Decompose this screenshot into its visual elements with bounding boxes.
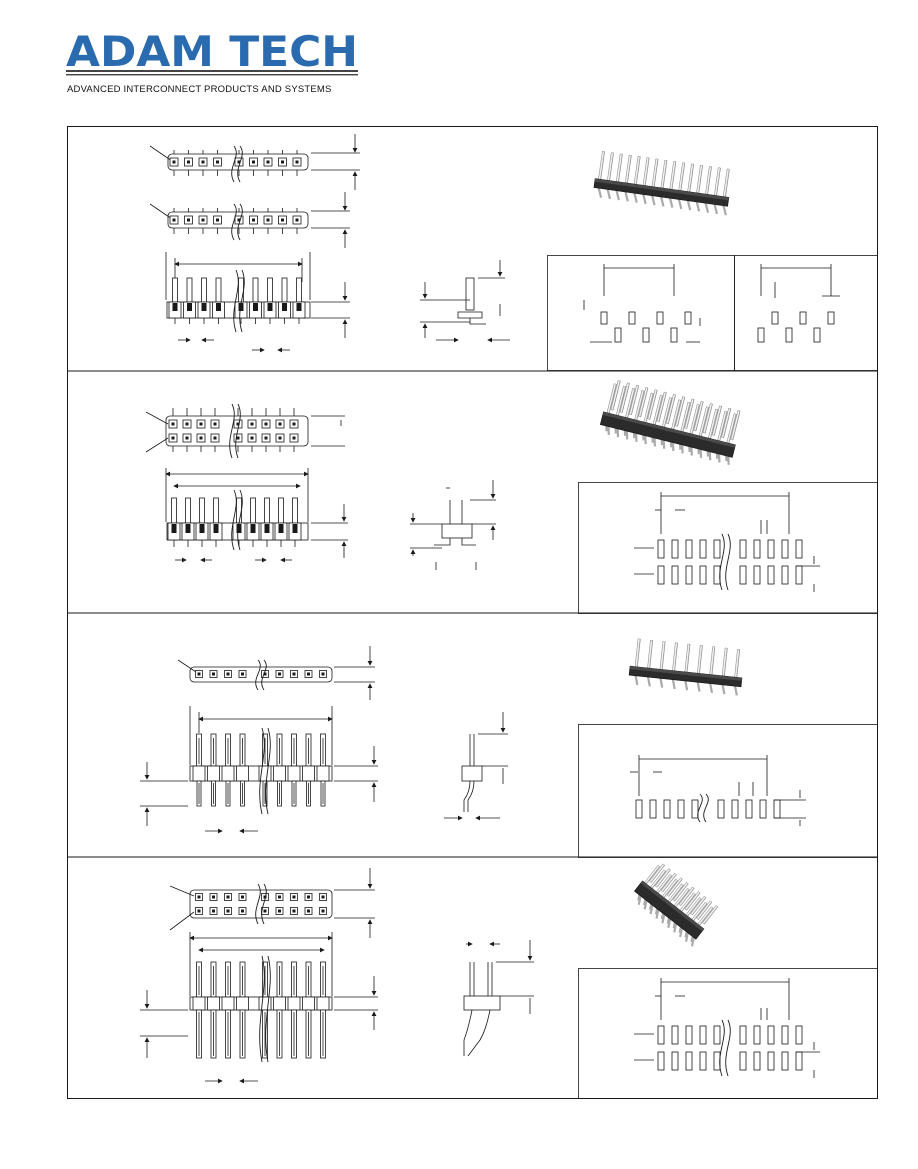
pcb-layout-a [547,255,735,371]
right-angle-pin-header-photo [593,151,730,216]
single-row-right-angle-headers [149,134,878,371]
company-tagline: ADVANCED INTERCONNECT PRODUCTS AND SYSTE… [67,84,332,95]
adam-tech-logo: ADAM TECH [66,30,366,100]
logo-wordmark: ADAM TECH [66,30,358,76]
pcb-layout-dual [578,482,878,614]
dual-row-right-angle-header-photo [599,380,741,465]
dual-row-right-angle-header [145,411,878,614]
single-row-offset-vertical-header [140,646,878,858]
pcb-layout-b [734,255,878,371]
dual-row-offset-header-photo [634,863,719,947]
pcb-layout-offset [578,724,878,858]
pcb-layout-dual-offset [578,968,878,1099]
offset-vertical-header-photo [628,638,743,696]
dual-row-offset-vertical-header [140,868,878,1099]
